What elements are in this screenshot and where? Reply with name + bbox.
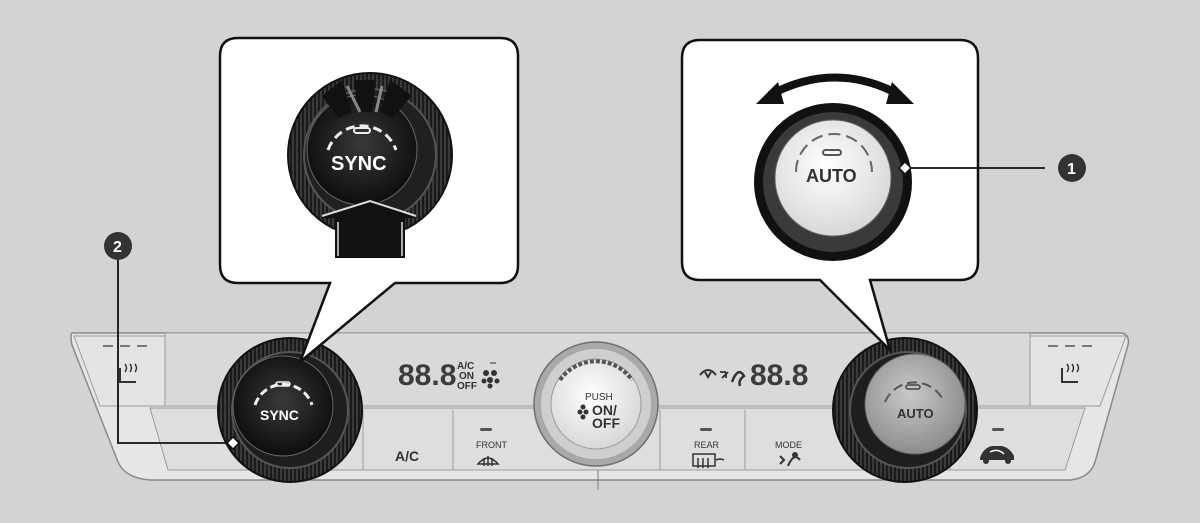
left-temperature-knob[interactable]: SYNC [217, 337, 363, 483]
svg-text:FRONT: FRONT [476, 440, 507, 450]
fan-speed-indicator-icon [481, 362, 500, 389]
svg-text:ON: ON [459, 371, 474, 382]
svg-text:OFF: OFF [457, 381, 477, 392]
seat-heater-left-button[interactable] [103, 345, 147, 383]
front-defrost-button[interactable]: FRONT [476, 428, 507, 466]
zoom-callout-sync: SYNC [218, 36, 520, 367]
zoom-auto-label: AUTO [806, 166, 857, 186]
svg-text:MODE: MODE [775, 440, 802, 450]
fan-icon [577, 404, 589, 420]
push-arrow-icon [320, 198, 418, 258]
ac-status-indicator: A/C ON OFF [457, 361, 477, 392]
rear-defrost-icon [692, 453, 725, 468]
left-temp-display: 88.8 [398, 359, 456, 392]
zoom-sync-label: SYNC [331, 153, 387, 175]
svg-text:A/C: A/C [457, 361, 474, 372]
mode-button[interactable]: MODE [775, 440, 802, 467]
callout-1: 1 [897, 154, 1086, 182]
svg-text:ON/: ON/ [592, 402, 617, 418]
recirculation-status-icon [699, 369, 746, 387]
right-temp-display: 88.8 [750, 359, 808, 392]
sync-label: SYNC [260, 407, 299, 423]
right-temperature-knob[interactable]: AUTO [832, 337, 978, 483]
svg-text:1: 1 [1067, 161, 1076, 178]
svg-text:REAR: REAR [694, 440, 720, 450]
callout-2: 2 [104, 232, 241, 451]
press-indicator-icon [322, 80, 412, 118]
auto-label: AUTO [897, 406, 934, 421]
rotate-arrow-icon [756, 73, 914, 104]
airflow-mode-icon [779, 452, 801, 467]
defrost-icon [476, 456, 500, 466]
recirculation-button[interactable] [980, 428, 1014, 464]
seat-heater-right-button[interactable] [1048, 345, 1092, 383]
zoom-callout-auto: AUTO [680, 38, 980, 355]
seat-heater-icon [119, 363, 138, 383]
rear-defrost-button[interactable]: REAR [692, 428, 725, 468]
svg-text:PUSH: PUSH [585, 392, 613, 403]
svg-text:2: 2 [113, 239, 122, 256]
recirculation-icon [980, 446, 1014, 464]
ac-button[interactable]: A/C [395, 448, 419, 464]
svg-text:OFF: OFF [592, 415, 620, 431]
seat-heater-icon [1061, 363, 1080, 383]
fan-power-knob[interactable]: PUSH ON/ OFF [533, 341, 659, 467]
